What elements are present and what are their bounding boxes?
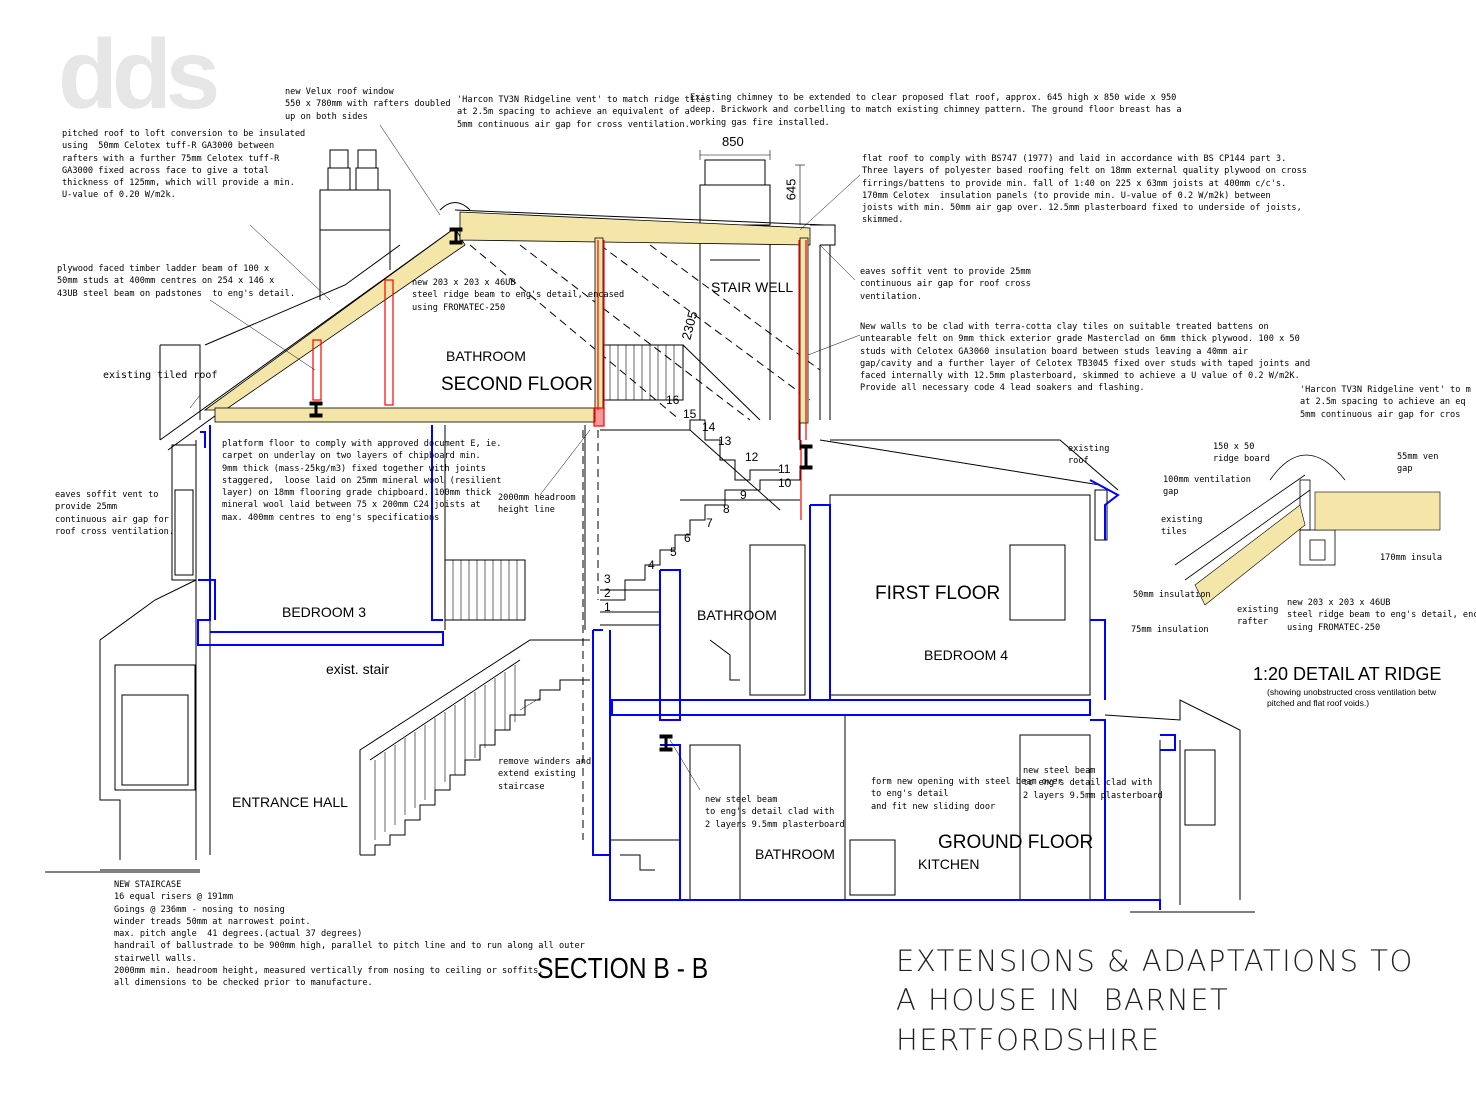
note-steel-beam-1: new steel beam to eng's detail clad with… bbox=[705, 795, 845, 830]
note-existing-roof: existing roof bbox=[1068, 444, 1110, 467]
stair-number: 7 bbox=[706, 516, 713, 530]
stair-number: 12 bbox=[745, 450, 759, 464]
stair-number: 13 bbox=[718, 434, 732, 448]
detail-vent-gap: 100mm ventilation gap bbox=[1163, 475, 1251, 498]
detail-subtitle: (showing unobstructed cross ventilation … bbox=[1267, 687, 1437, 708]
room-kitchen: KITCHEN bbox=[918, 856, 980, 872]
note-winders: remove winders and extend existing stair… bbox=[498, 757, 592, 792]
note-new-opening: form new opening with steel beam over to… bbox=[871, 777, 1063, 812]
note-pitched-roof: pitched roof to loft conversion to be in… bbox=[62, 129, 306, 201]
stair-number: 2 bbox=[604, 586, 611, 600]
detail-insulation-170: 170mm insula bbox=[1380, 553, 1443, 563]
detail-title: 1:20 DETAIL AT RIDGE bbox=[1253, 664, 1442, 684]
room-bedroom-3: BEDROOM 3 bbox=[282, 604, 367, 620]
detail-ridge-beam: new 203 x 203 x 46UB steel ridge beam to… bbox=[1287, 598, 1476, 633]
note-steel-beam-2: new steel beam to eng's detail clad with… bbox=[1023, 766, 1163, 801]
note-new-staircase: NEW STAIRCASE 16 equal risers @ 191mm Go… bbox=[114, 880, 585, 989]
stair-number: 1 bbox=[604, 600, 611, 614]
stair-number: 5 bbox=[670, 545, 677, 559]
project-title-line-2: A HOUSE IN BARNET bbox=[896, 983, 1230, 1017]
stair-number: 16 bbox=[666, 393, 680, 407]
note-headroom: 2000mm headroom height line bbox=[498, 493, 576, 516]
stair-number: 15 bbox=[683, 407, 697, 421]
project-title-line-1: EXTENSIONS & ADAPTATIONS TO bbox=[896, 944, 1414, 978]
note-velux: new Velux roof window 550 x 780mm with r… bbox=[285, 87, 451, 122]
detail-insulation-75: 75mm insulation bbox=[1131, 625, 1209, 635]
detail-insulation-50: 50mm insulation bbox=[1133, 590, 1211, 600]
note-flat-roof: flat roof to comply with BS747 (1977) an… bbox=[862, 154, 1307, 226]
detail-harcon: 'Harcon TV3N Ridgeline vent' to m at 2.5… bbox=[1300, 385, 1471, 420]
room-bedroom-4: BEDROOM 4 bbox=[924, 647, 1009, 663]
note-new-walls: New walls to be clad with terra-cotta cl… bbox=[860, 322, 1311, 394]
label-second-floor: SECOND FLOOR bbox=[441, 374, 594, 395]
detail-gap-55: 55mm ven gap bbox=[1397, 452, 1439, 475]
label-first-floor: FIRST FLOOR bbox=[875, 583, 1001, 604]
stair-number: 11 bbox=[778, 462, 791, 476]
note-harcon: 'Harcon TV3N Ridgeline vent' to match ri… bbox=[457, 95, 711, 130]
note-existing-tiled-roof: existing tiled roof bbox=[103, 370, 218, 381]
room-bathroom-second: BATHROOM bbox=[446, 348, 526, 364]
detail-ridge-board: 150 x 50 ridge board bbox=[1213, 442, 1270, 465]
note-chimney: Existing chimney to be extended to clear… bbox=[690, 93, 1182, 128]
room-bathroom-first: BATHROOM bbox=[697, 607, 777, 623]
stair-number: 8 bbox=[723, 502, 730, 516]
detail-existing-tiles: existing tiles bbox=[1161, 515, 1203, 538]
logo-text: dds bbox=[58, 19, 217, 129]
room-stair-well: STAIR WELL bbox=[711, 279, 794, 295]
stair-number: 14 bbox=[702, 420, 716, 434]
note-plywood-beam: plywood faced timber ladder beam of 100 … bbox=[57, 264, 295, 299]
note-eaves-left: eaves soffit vent to provide 25mm contin… bbox=[55, 490, 174, 537]
stair-number: 3 bbox=[604, 572, 611, 586]
stair-number: 9 bbox=[740, 488, 747, 502]
detail-existing-rafter: existing rafter bbox=[1237, 605, 1279, 628]
room-entrance-hall: ENTRANCE HALL bbox=[232, 794, 348, 810]
stair-number: 10 bbox=[778, 476, 792, 490]
note-platform-floor: platform floor to comply with approved d… bbox=[222, 439, 502, 523]
room-bathroom-ground: BATHROOM bbox=[755, 846, 835, 862]
note-eaves-right: eaves soffit vent to provide 25mm contin… bbox=[860, 267, 1031, 302]
project-title-line-3: HERTFORDSHIRE bbox=[896, 1023, 1161, 1057]
label-ground-floor: GROUND FLOOR bbox=[938, 832, 1094, 853]
label-exist-stair: exist. stair bbox=[326, 661, 390, 677]
note-ridge-beam: new 203 x 203 x 46UB steel ridge beam to… bbox=[412, 278, 625, 313]
stair-number: 6 bbox=[684, 531, 691, 545]
dim-chimney-width: 850 bbox=[722, 134, 744, 149]
dim-chimney-height: 645 bbox=[783, 178, 799, 201]
stair-number: 4 bbox=[648, 558, 655, 572]
section-title: SECTION B - B bbox=[537, 953, 709, 985]
